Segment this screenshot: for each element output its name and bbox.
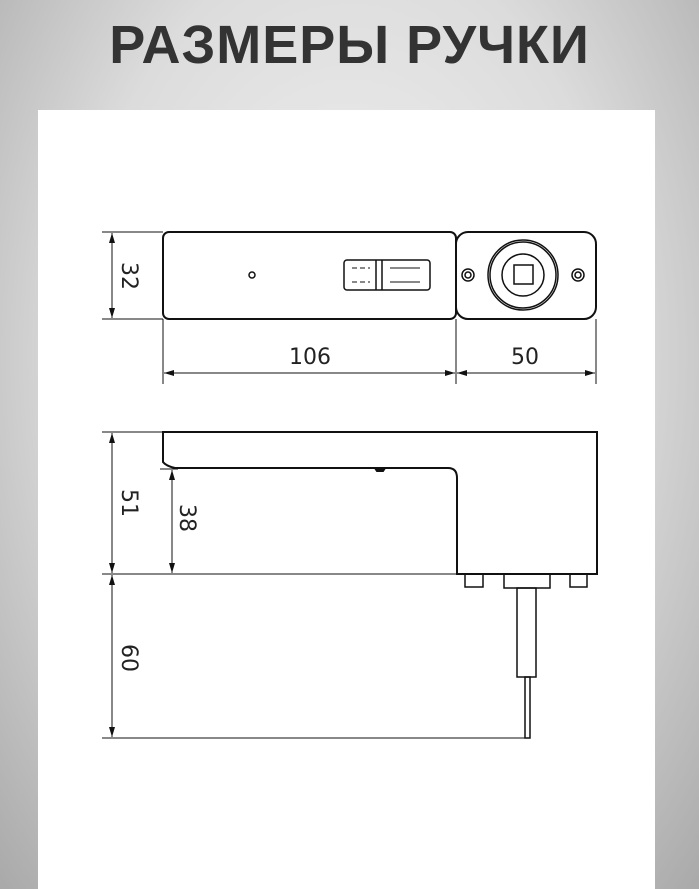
rosette-top-outline xyxy=(455,231,597,320)
top-dimension-lines xyxy=(102,231,597,384)
lever-top-outline xyxy=(162,231,457,320)
rosette-screws xyxy=(461,268,585,282)
dim-38: 38 xyxy=(174,504,199,532)
lever-nub xyxy=(373,467,387,472)
drawing-panel xyxy=(38,110,655,889)
dim-60: 60 xyxy=(116,644,141,672)
side-dimension-lines xyxy=(102,431,528,739)
dim-50: 50 xyxy=(511,345,539,370)
pin-right xyxy=(569,573,588,588)
spindle-collar xyxy=(503,573,551,589)
spindle xyxy=(516,587,537,678)
page-title: РАЗМЕРЫ РУЧКИ xyxy=(109,15,590,75)
release-button xyxy=(343,259,431,291)
handle-side-outline xyxy=(162,431,598,575)
side-view xyxy=(162,431,598,739)
dim-106: 106 xyxy=(289,345,331,370)
spindle-socket xyxy=(487,239,559,311)
pin-left xyxy=(464,573,484,588)
dim-32: 32 xyxy=(116,262,141,290)
spindle-tip xyxy=(524,676,531,739)
lever-hole xyxy=(248,271,256,279)
top-view xyxy=(162,231,597,320)
dim-51: 51 xyxy=(116,489,141,517)
